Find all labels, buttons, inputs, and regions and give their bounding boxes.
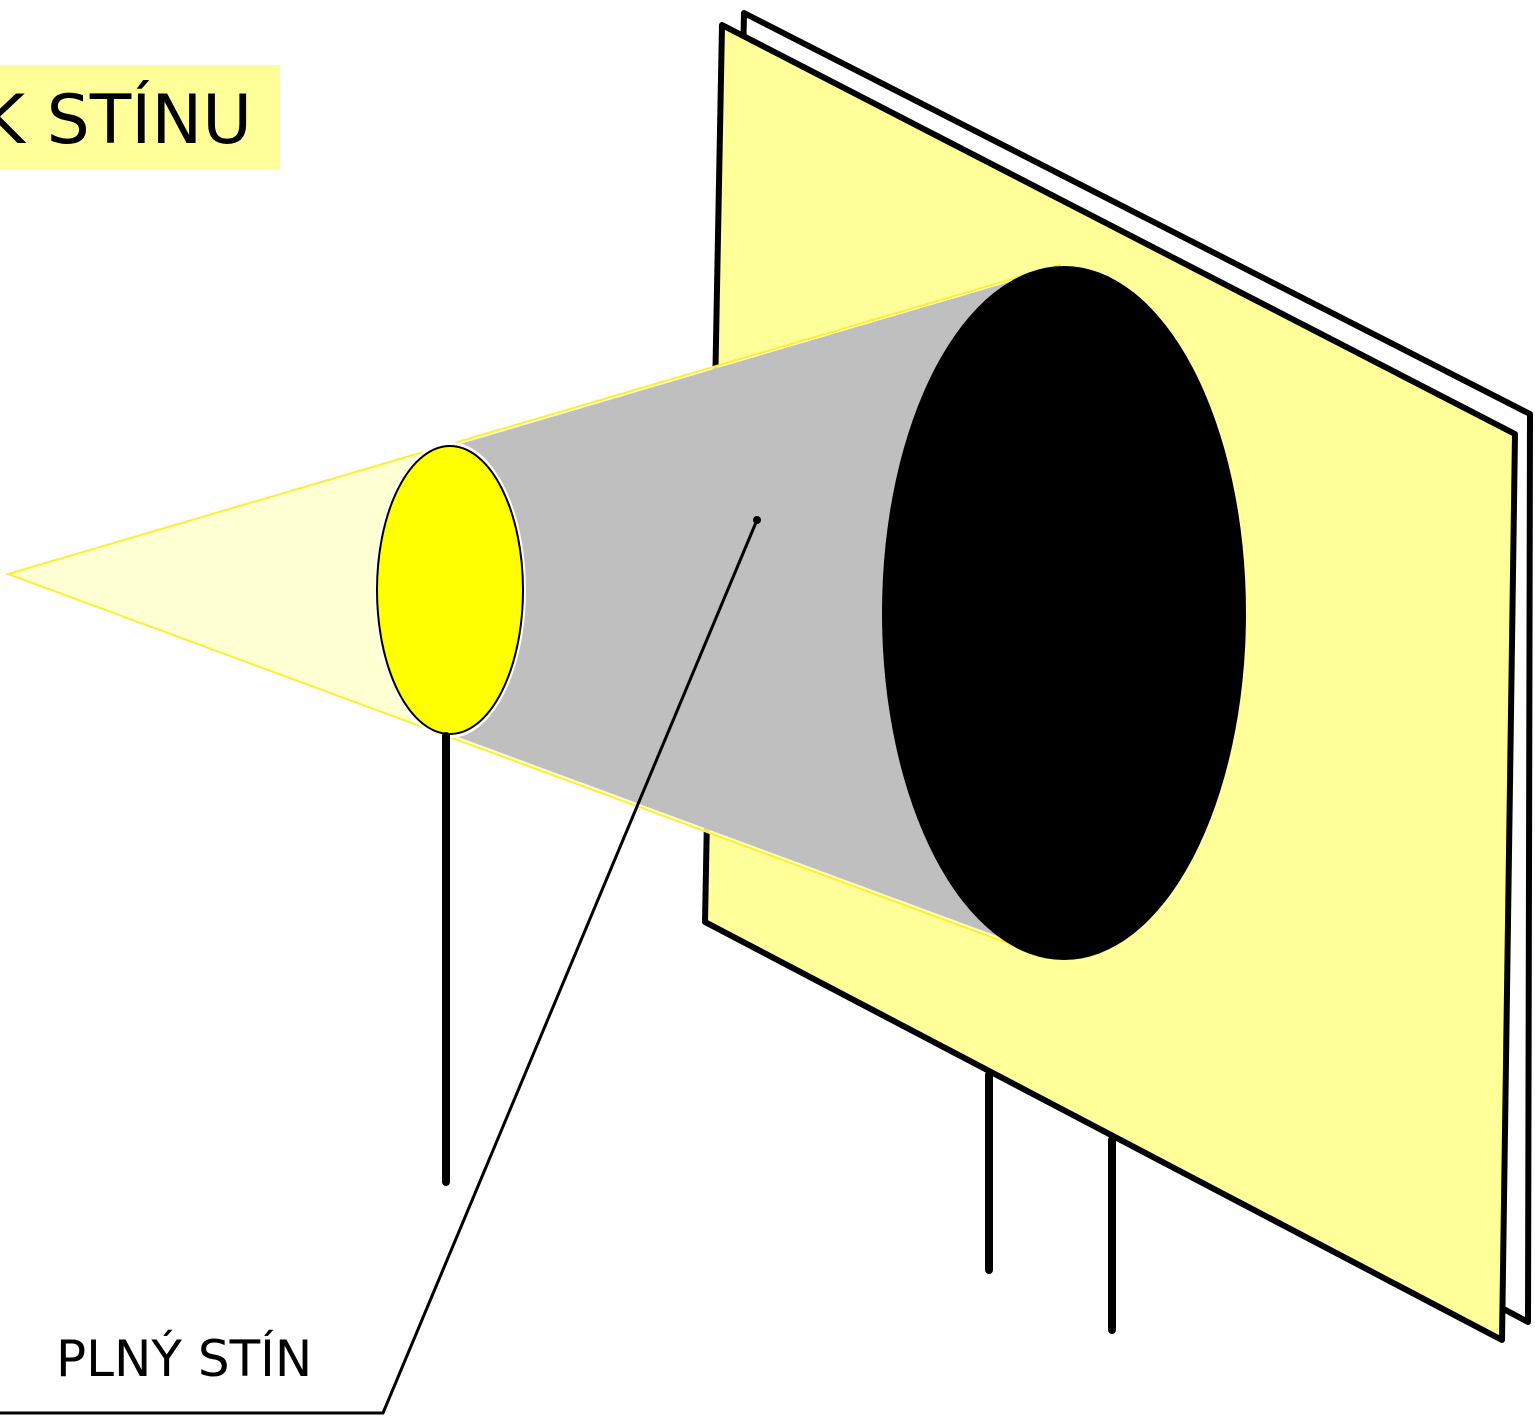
diagram-title: K STÍNU [0,80,252,160]
obstacle-disc-fill [377,446,523,734]
umbra-disc [882,266,1246,960]
umbra-label: PLNÝ STÍN [56,1329,312,1388]
